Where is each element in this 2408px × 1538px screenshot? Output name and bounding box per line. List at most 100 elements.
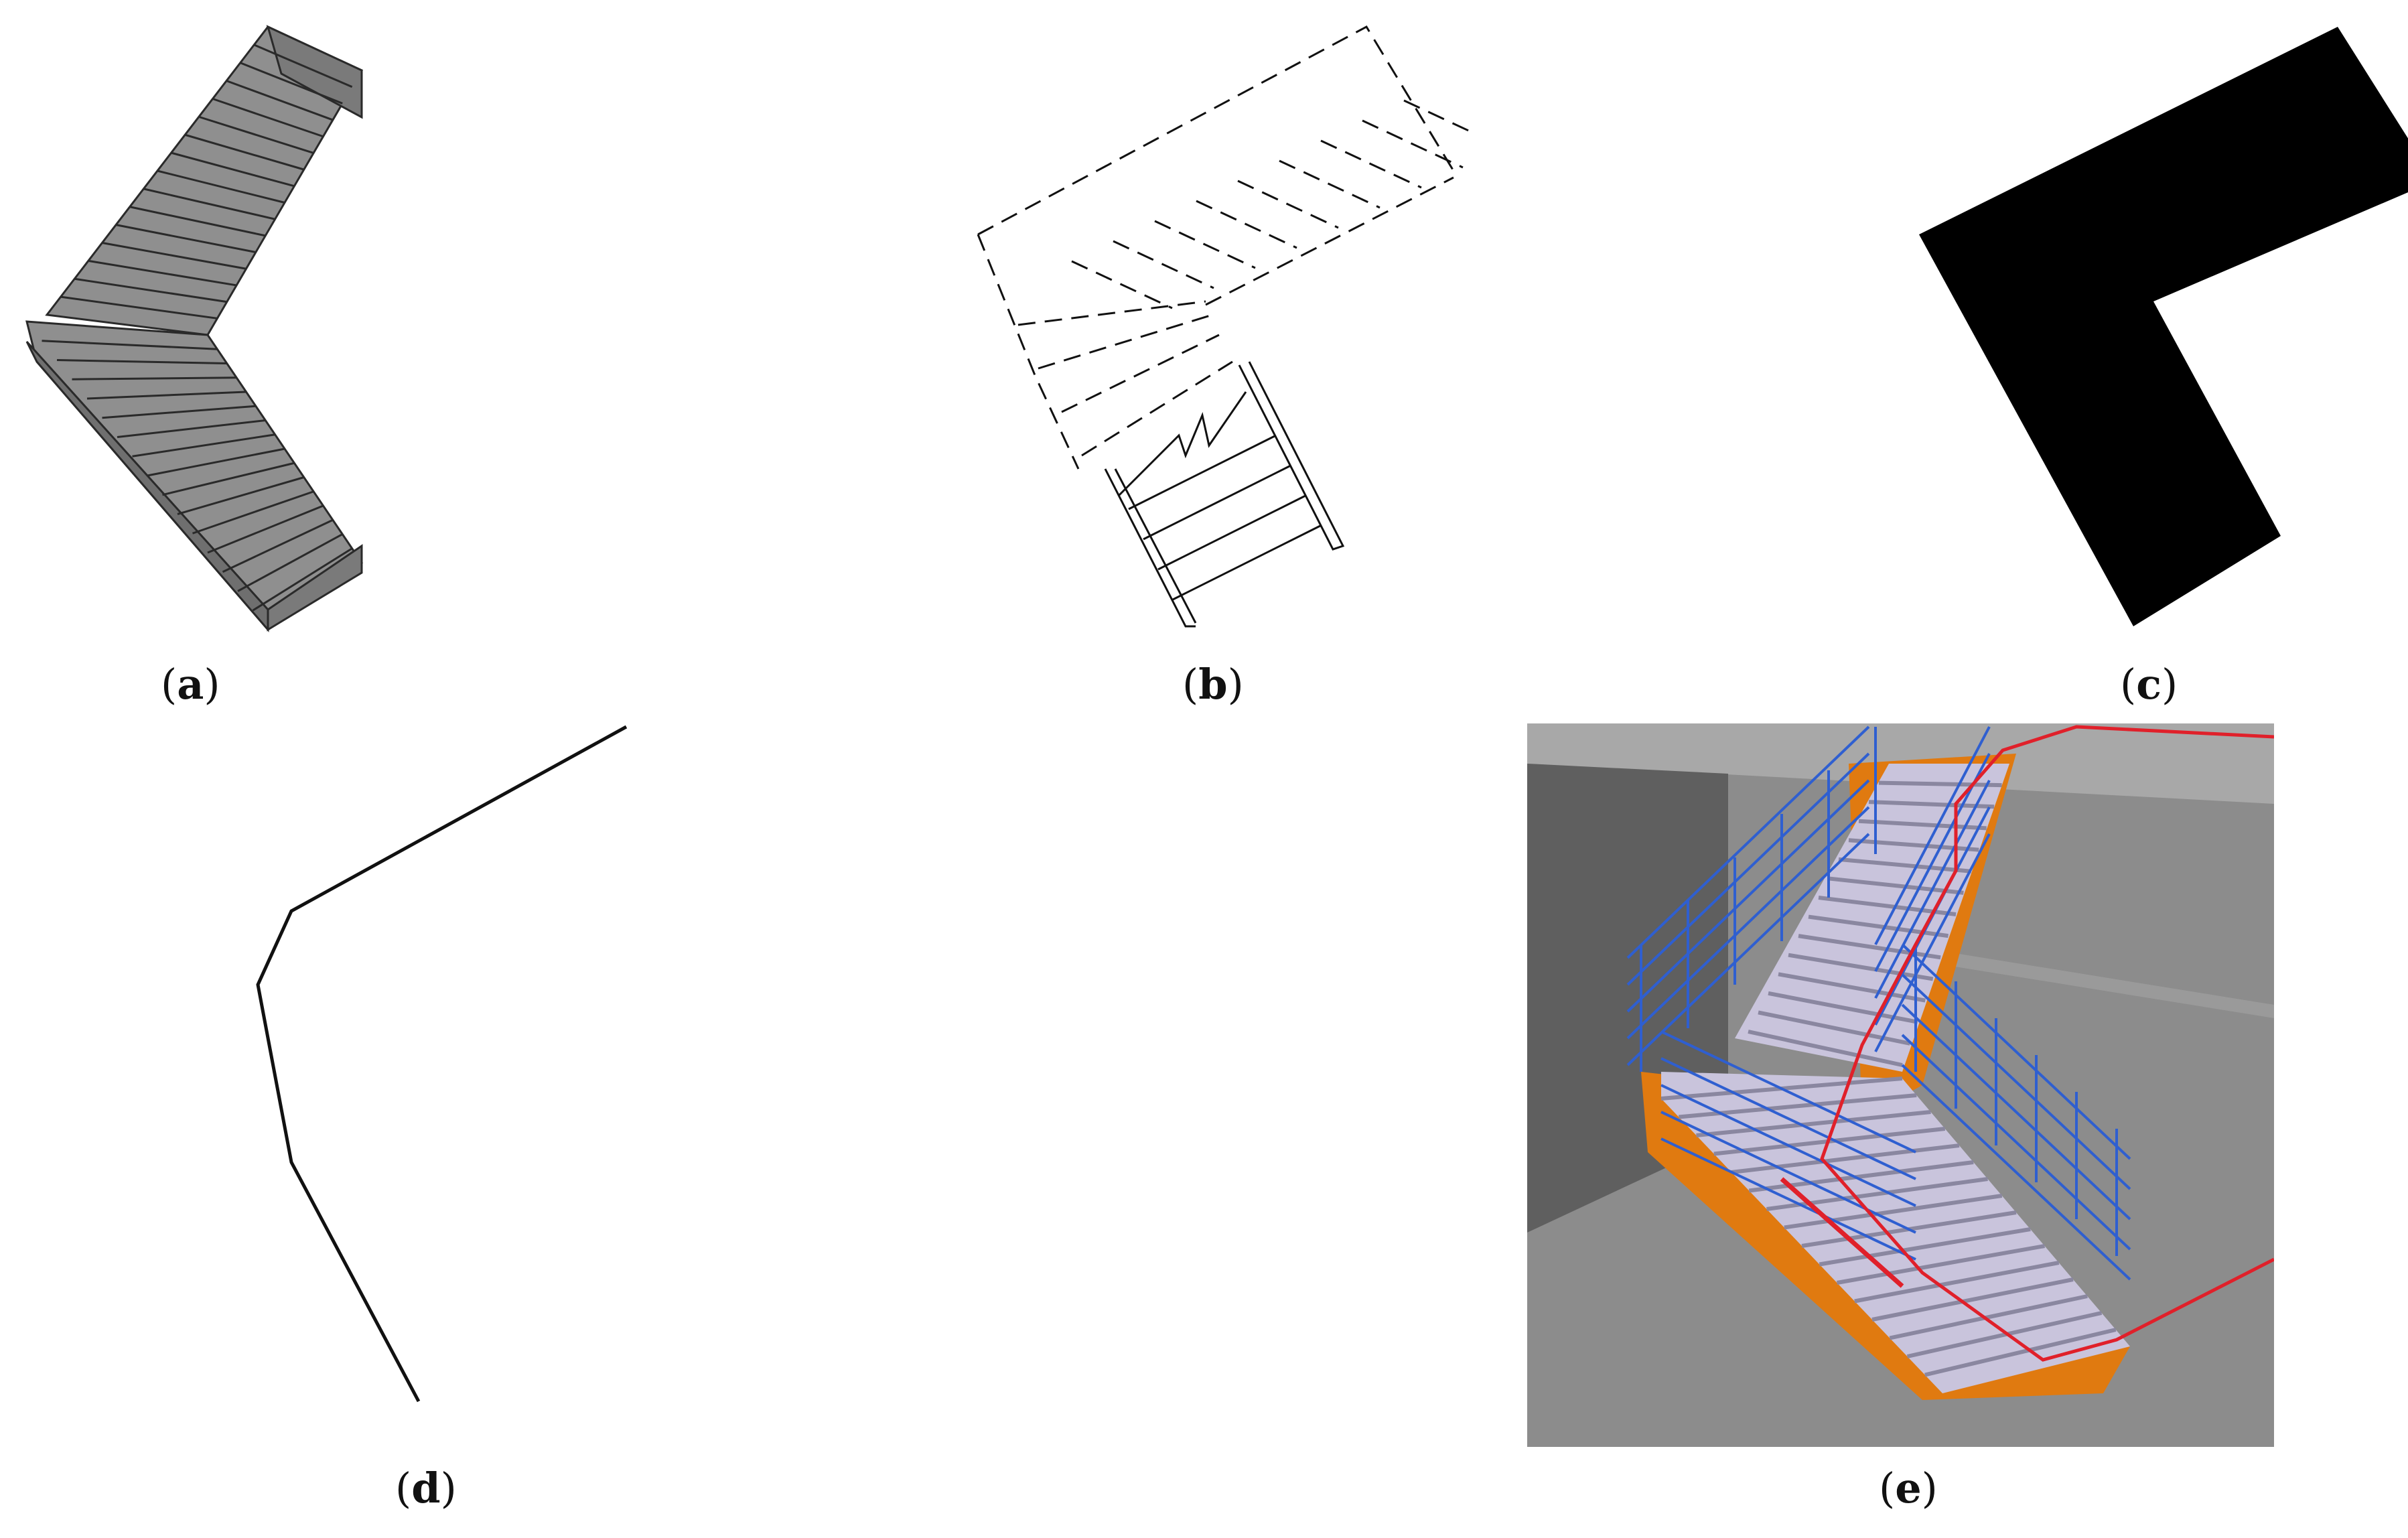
stair-3d-model-image [25,25,364,633]
upper-step-edge [253,44,353,88]
lower-step-edge [42,340,218,350]
upper-step-edge [226,80,334,121]
blue-railing-bar [1660,1137,1916,1261]
scene-lower-tread-line [1906,1311,2103,1358]
red-tick-mark [1780,1177,1904,1288]
scene-upper-tread-line [1838,857,1972,873]
upper-step-edge [157,169,285,204]
lower-step-edge [132,433,275,458]
blue-railing-bar [1874,753,1991,972]
plan-dashed-tread [1071,260,1173,309]
lower-step-edge [147,447,285,477]
scene-lower-tread-line [1819,1227,2031,1267]
blue-railing-bar [1874,726,1991,945]
panel-b: (b) [938,0,1474,709]
plan-winder-tread [1081,360,1233,457]
plan-dashed-tread [1320,139,1422,189]
plan-dashed-tread [1113,240,1214,289]
plan-solid-tread [1128,434,1277,510]
plan-solid-tread [1172,525,1321,601]
lower-step-edge [207,504,324,554]
plan-dashed-tread [1279,159,1380,209]
upper-step-edge [60,295,218,320]
scene-upper-tread-line [1868,800,1995,809]
caption-b: (b) [1182,660,1244,709]
plan-dashed-tread [1362,119,1464,169]
plan-lower-left-rail-inner [1114,468,1197,624]
plan-outer-edge-top [977,25,1455,236]
upper-step-edge [102,242,246,270]
plan-landing-left [977,234,1080,470]
upper-step-edge [171,151,295,188]
rendered-stair-scene [1527,723,2274,1447]
upper-step-edge [74,277,227,303]
upper-step-edge [129,206,266,237]
upper-step-edge [88,259,237,287]
scene-lower-tread-line [1854,1261,2060,1304]
panel-d: (d) [0,723,737,1538]
blue-railing-bar [1626,725,1870,959]
blue-railing-bar [1660,1111,1916,1234]
blue-railing-bar [1874,833,1991,1052]
upper-step-edge [184,133,305,171]
scene-upper-tread-line [1788,953,1934,981]
scene-upper-tread-line [1748,1030,1903,1067]
upper-treads [1735,764,2009,1072]
blue-railing-bar [1901,1034,2131,1251]
lower-step-edge [237,533,343,592]
lower-step-edge [102,405,256,419]
scene-right-floor-edge [1942,951,2274,1018]
lower-step-edge [56,359,227,364]
lower-step-edge [252,547,353,612]
upper-step-edge [143,188,275,220]
plan-winder-tread [1017,300,1206,326]
plan-lower-left-rail [1104,468,1196,628]
scene-upper-tread-line [1778,972,1926,1003]
walking-polyline [256,725,628,1403]
blue-railing-bar [1660,1057,1916,1180]
walking-line-drawing [256,725,628,1403]
scene-lower-tread-line [1871,1277,2074,1322]
panel-c: (c) [1875,0,2408,709]
lower-step-edge [192,490,314,535]
scene-lower-tread-line [1836,1244,2046,1285]
scene-upper-tread-line [1878,780,2002,788]
caption-a: (a) [161,660,220,709]
plan-lower-right-rail [1238,361,1345,551]
scene-lower-tread-line [1731,1143,1960,1174]
plan-dashed-tread [1196,200,1297,249]
caption-e: (e) [1879,1464,1938,1513]
lower-step-edge [72,376,237,380]
caption-d: (d) [395,1464,457,1513]
blue-railing-bar [1874,780,1991,999]
plan-dashed-tread [1403,99,1474,135]
lower-step-edge [117,419,266,438]
lower-step-edge [177,476,305,515]
caption-c: (c) [2120,660,2178,709]
plan-solid-tread [1143,464,1291,541]
plan-inner-edge [1205,176,1454,306]
plan-dashed-tread [1237,180,1339,229]
blue-railing-bar [1660,1030,1916,1154]
plan-solid-tread [1157,494,1306,571]
stair-plan-drawing [977,25,1474,628]
upper-step-edge [198,115,314,154]
upper-step-edge [115,224,257,254]
blue-railing-bar [1901,973,2131,1190]
stair-footprint-mask [1919,27,2408,626]
plan-winder-tread [1038,313,1213,370]
upper-step-edge [240,62,343,104]
l-shape-mask [1919,27,2408,626]
scene-lower-tread-line [1784,1194,2003,1230]
plan-break-line [1117,391,1247,497]
scene-lower-tread-line [1889,1294,2088,1340]
scene-lower-tread-line [1766,1177,1988,1211]
blue-railing-bar [1660,1084,1916,1207]
blue-railing-bar [1901,1064,2131,1281]
upper-flight-side [266,25,363,119]
scene-lower-tread-line [1924,1328,2117,1377]
upper-step-edge [212,98,324,138]
scene-upper-tread-line [1828,876,1964,895]
plan-winder-tread [1061,334,1220,413]
panel-e: (e) [1527,723,2274,1538]
